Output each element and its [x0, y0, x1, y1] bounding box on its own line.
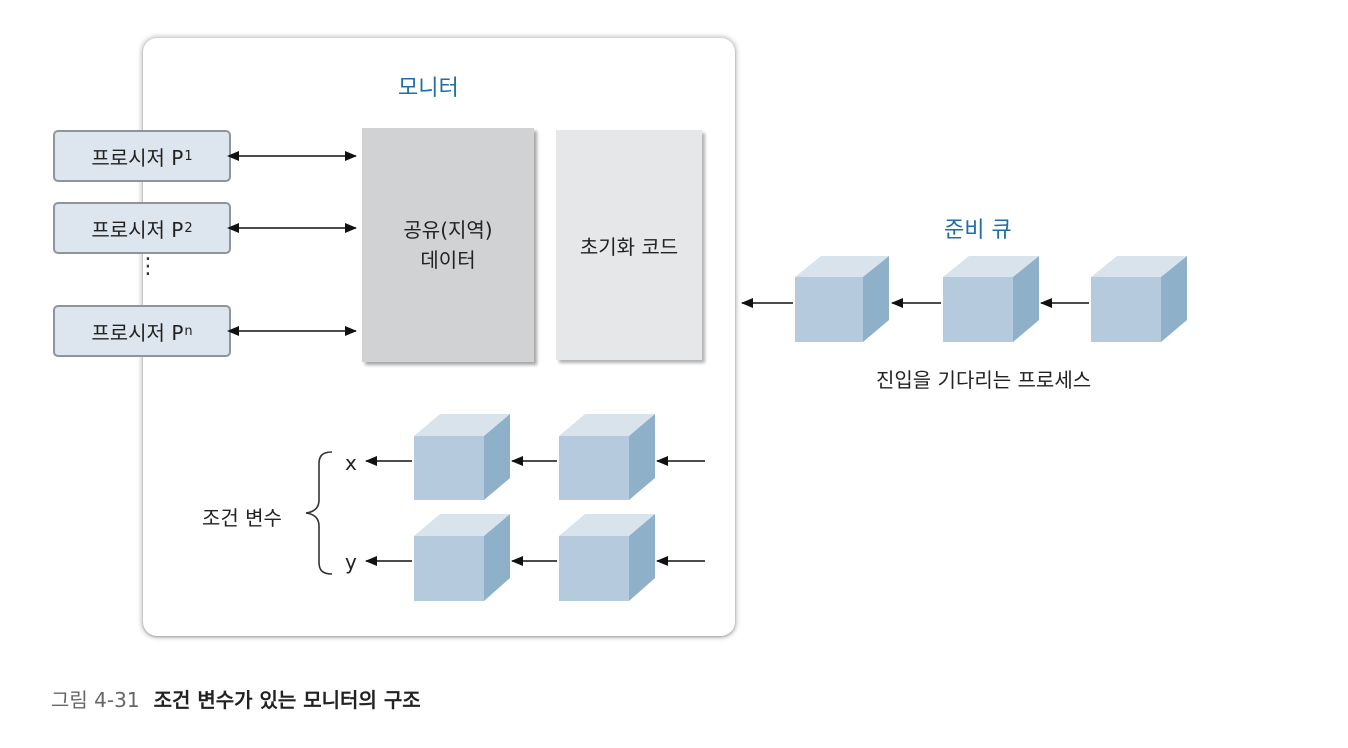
figure-title: 조건 변수가 있는 모니터의 구조: [153, 688, 421, 712]
cond-x-cube-1: [414, 414, 510, 500]
procedure-p1-sub: 1: [184, 148, 193, 164]
init-code-label: 초기화 코드: [579, 234, 679, 259]
shared-data-block: 공유(지역) 데이터: [362, 128, 534, 362]
shared-data-line2: 데이터: [420, 248, 476, 272]
condition-variables-label: 조건 변수: [202, 506, 282, 530]
cond-y-cube-1: [414, 514, 510, 601]
monitor-title: 모니터: [398, 76, 459, 101]
cond-x-cube-2: [559, 414, 655, 500]
procedure-pn-sub: n: [184, 323, 193, 339]
cond-y-cube-2: [559, 514, 655, 601]
procedure-pn-label: 프로시저 P: [91, 320, 184, 345]
procedure-p1-label: 프로시저 P: [91, 145, 184, 170]
condition-brace: [305, 451, 333, 575]
init-code-block: 초기화 코드: [556, 130, 702, 360]
ready-queue-cube-1: [795, 256, 889, 342]
procedure-p2-label: 프로시저 P: [91, 217, 184, 242]
procedure-p2-sub: 2: [184, 220, 193, 236]
shared-data-line1: 공유(지역): [403, 218, 493, 242]
figure-number: 그림 4-31: [51, 688, 140, 712]
figure-caption: 그림 4-31 조건 변수가 있는 모니터의 구조: [51, 684, 421, 713]
condition-y-label: y: [345, 550, 357, 574]
ready-queue-cube-2: [943, 256, 1039, 342]
ready-queue-title: 준비 큐: [944, 218, 1012, 243]
ready-queue-caption: 진입을 기다리는 프로세스: [876, 368, 1092, 392]
condition-x-label: x: [345, 451, 357, 475]
ready-queue-cube-3: [1091, 256, 1187, 342]
